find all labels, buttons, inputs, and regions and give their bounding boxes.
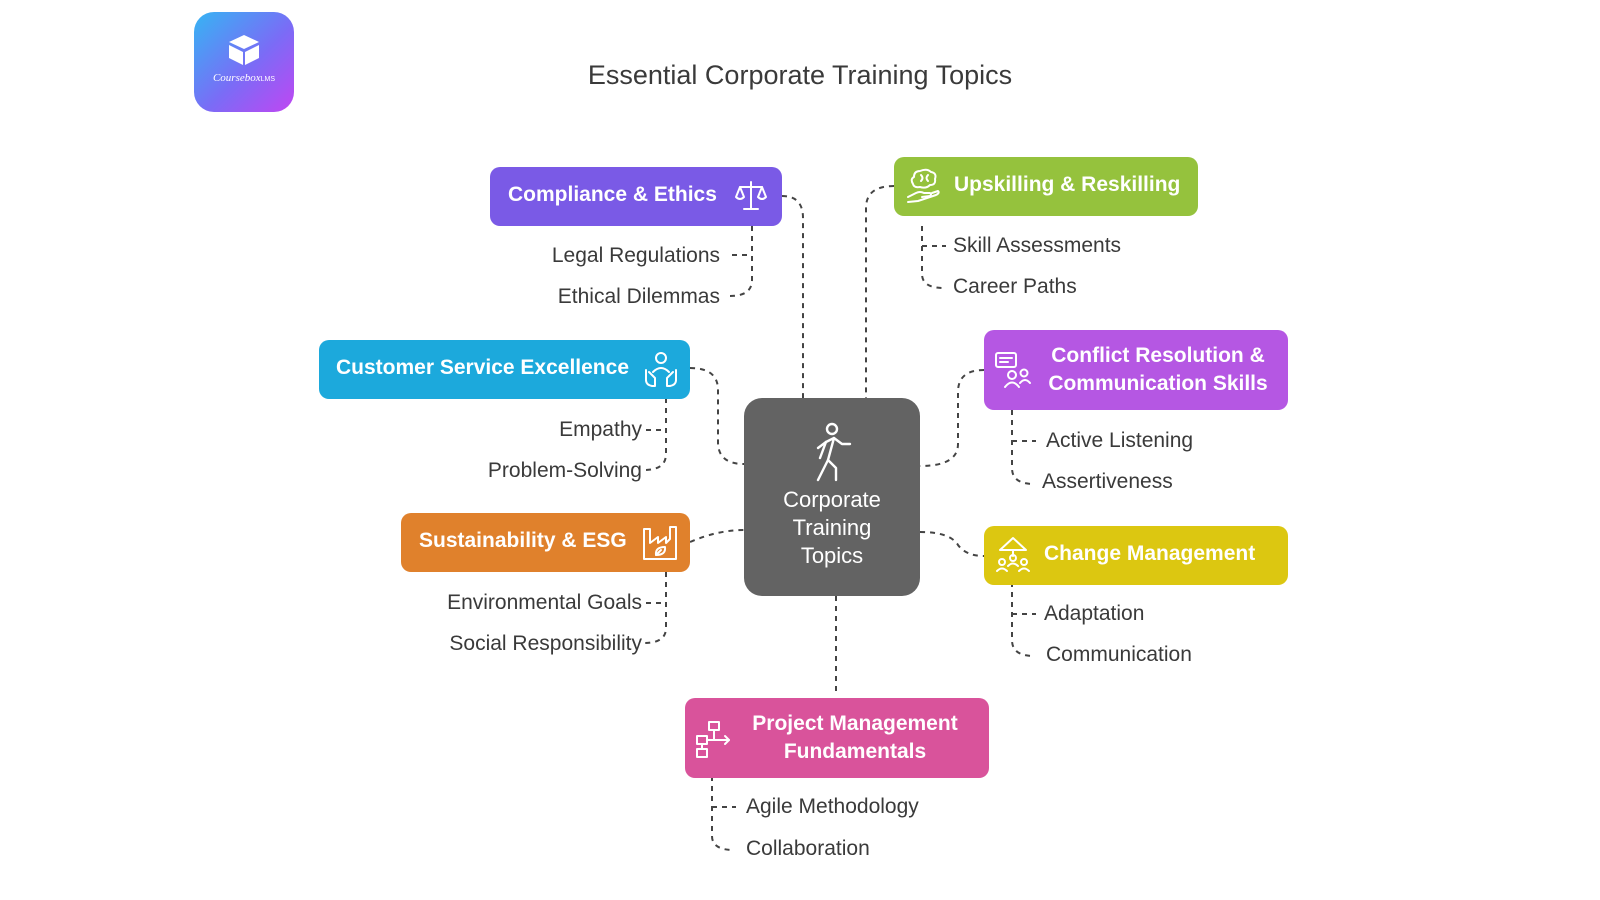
sub-collaboration: Collaboration [746, 837, 870, 860]
sub-legal-regulations: Legal Regulations [551, 244, 720, 267]
sub-agile-methodology: Agile Methodology [746, 795, 919, 818]
sub-problem-solving: Problem-Solving [487, 459, 642, 482]
flowchart-icon [696, 721, 730, 758]
connector-customer-service [689, 367, 745, 465]
connector-legal [729, 226, 753, 297]
topic-customer-service: Customer Service Excellence [319, 340, 690, 399]
sub-assertiveness: Assertiveness [1042, 470, 1173, 493]
center-label: Corporate Training Topics [783, 487, 881, 568]
teaching-person-icon [816, 422, 852, 482]
logo-name: Coursebox [212, 72, 261, 84]
topic-conflict-resolution: Conflict Resolution & Communication Skil… [984, 330, 1288, 410]
logo-tag: LMS [260, 76, 276, 83]
connector-change [919, 531, 985, 557]
discussion-icon [995, 352, 1031, 388]
sub-adaptation: Adaptation [1044, 602, 1145, 625]
scales-icon [735, 181, 767, 210]
support-person-icon [645, 352, 677, 387]
topic-label: Conflict Resolution & Communication Skil… [1048, 344, 1268, 395]
connector-empathy [643, 398, 667, 471]
connector-conflict [919, 369, 985, 467]
topic-upskilling-reskilling: Upskilling & Reskilling [894, 157, 1198, 216]
topic-label: Sustainability & ESG [419, 529, 627, 552]
connector-adaptation [1011, 582, 1035, 657]
eco-factory-icon [643, 526, 677, 560]
topic-label: Upskilling & Reskilling [954, 173, 1181, 196]
topic-label: Customer Service Excellence [336, 356, 629, 379]
box-icon [229, 35, 259, 65]
sub-ethical-dilemmas: Ethical Dilemmas [557, 285, 720, 308]
connector-listening [1011, 410, 1035, 485]
connector-environmental [643, 572, 667, 644]
connector-agile [711, 776, 735, 851]
page-title: Essential Corporate Training Topics [587, 60, 1013, 90]
topic-change-management: Change Management [984, 526, 1288, 585]
connector-compliance [781, 195, 804, 398]
brain-hand-icon [907, 168, 940, 203]
sub-empathy: Empathy [559, 418, 642, 441]
connector-sustainability [689, 529, 745, 543]
connector-skill [921, 226, 945, 289]
topic-label: Project Management Fundamentals [752, 712, 958, 763]
topic-label: Compliance & Ethics [508, 183, 717, 206]
sub-communication: Communication [1046, 643, 1192, 666]
sub-skill-assessments: Skill Assessments [953, 234, 1122, 257]
center-node: Corporate Training Topics [744, 398, 920, 596]
sub-environmental-goals: Environmental Goals [447, 591, 642, 614]
connector-upskilling [865, 185, 895, 398]
sub-social-responsibility: Social Responsibility [449, 632, 642, 655]
topic-label: Change Management [1044, 542, 1256, 565]
sub-active-listening: Active Listening [1046, 429, 1194, 452]
topic-compliance-ethics: Compliance & Ethics [490, 167, 782, 226]
topic-sustainability-esg: Sustainability & ESG [401, 513, 690, 572]
sub-career-paths: Career Paths [953, 275, 1077, 298]
topic-project-management: Project Management Fundamentals [685, 698, 989, 778]
team-growth-icon [996, 537, 1030, 572]
coursebox-logo: CourseboxLMS [194, 12, 294, 112]
